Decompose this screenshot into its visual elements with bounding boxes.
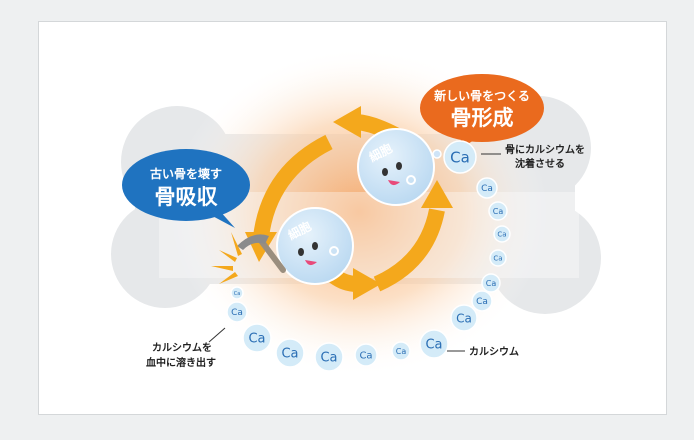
- pickaxe-icon: [237, 234, 286, 273]
- calcium-symbol: Ca: [497, 231, 506, 239]
- cell-eye: [396, 162, 402, 170]
- formation-bubble: 新しい骨をつくる 骨形成: [420, 74, 544, 154]
- calcium-circle: [471, 290, 493, 312]
- calcium-symbol: Ca: [359, 351, 372, 362]
- calcium-symbol: Ca: [486, 279, 497, 288]
- bone-remodeling-diagram: 細胞 細胞 古い骨を壊す 骨吸収 新しい骨をつくる 骨形成: [111, 47, 601, 377]
- calcium-symbol: Ca: [493, 255, 502, 263]
- deposit-label-line2: 沈着させる: [515, 157, 565, 170]
- calcium-label: カルシウム: [469, 346, 519, 358]
- cell-arm-icon: [329, 246, 339, 256]
- cell-eye: [312, 242, 318, 250]
- calcium-symbol: Ca: [476, 297, 488, 307]
- leader-line-dissolve: [208, 327, 226, 343]
- cell-eye: [298, 248, 304, 256]
- cell-eye: [382, 168, 388, 176]
- dissolve-label-line1: カルシウムを: [152, 342, 212, 354]
- calcium-symbol: Ca: [320, 351, 337, 366]
- arrowhead-bottom: [353, 268, 381, 300]
- calcium-symbol: Ca: [231, 308, 243, 318]
- arrowhead-right: [421, 180, 453, 208]
- resorption-subtitle: 古い骨を壊す: [150, 166, 222, 181]
- cell-arm-icon: [406, 175, 416, 185]
- calcium-circle: [226, 301, 248, 323]
- deposit-label-line1: 骨にカルシウムを: [505, 144, 585, 156]
- calcium-circle: [476, 177, 498, 199]
- calcium-symbol: Ca: [481, 184, 493, 194]
- calcium-symbol: Ca: [456, 311, 472, 325]
- arrowhead-top: [333, 106, 361, 138]
- impact-burst-icon: [211, 232, 242, 284]
- calcium-symbol: Ca: [425, 338, 442, 353]
- calcium-circle: [391, 341, 411, 361]
- cell-mouth: [388, 180, 400, 186]
- calcium-circle: [450, 304, 478, 332]
- calcium-circle: [314, 342, 344, 372]
- calcium-symbol: Ca: [234, 291, 241, 297]
- cycle-arrow-right-lower: [373, 208, 445, 292]
- dissolve-label-line2: 血中に溶き出す: [146, 356, 216, 369]
- calcium-circle: [242, 323, 272, 353]
- calcium-circle: [354, 343, 378, 367]
- cell-formation: 細胞: [357, 128, 442, 206]
- calcium-circle: [275, 338, 305, 368]
- calcium-symbol: Ca: [450, 148, 470, 166]
- formation-subtitle: 新しい骨をつくる: [434, 88, 530, 103]
- cycle-arrow-top: [253, 134, 333, 239]
- calcium-circle: [481, 273, 501, 293]
- diagram-panel: 細胞 細胞 古い骨を壊す 骨吸収 新しい骨をつくる 骨形成: [38, 21, 667, 415]
- calcium-circle: [230, 286, 244, 300]
- cell-dot: [432, 149, 442, 159]
- calcium-circle: [493, 225, 511, 243]
- calcium-symbol: Ca: [248, 332, 265, 347]
- formation-title: 骨形成: [451, 106, 514, 130]
- calcium-circle: [489, 249, 507, 267]
- resorption-bubble: 古い骨を壊す 骨吸収: [122, 149, 250, 228]
- calcium-circle: [443, 140, 477, 174]
- calcium-symbol: Ca: [396, 347, 407, 356]
- leader-lines: [208, 153, 501, 352]
- calcium-symbol: Ca: [281, 347, 298, 362]
- calcium-symbol: Ca: [493, 207, 504, 216]
- resorption-title: 骨吸収: [155, 185, 219, 209]
- calcium-circle: [488, 201, 508, 221]
- calcium-circle: [419, 329, 449, 359]
- cell-resorption: 細胞: [276, 207, 354, 285]
- cell-mouth: [305, 260, 317, 266]
